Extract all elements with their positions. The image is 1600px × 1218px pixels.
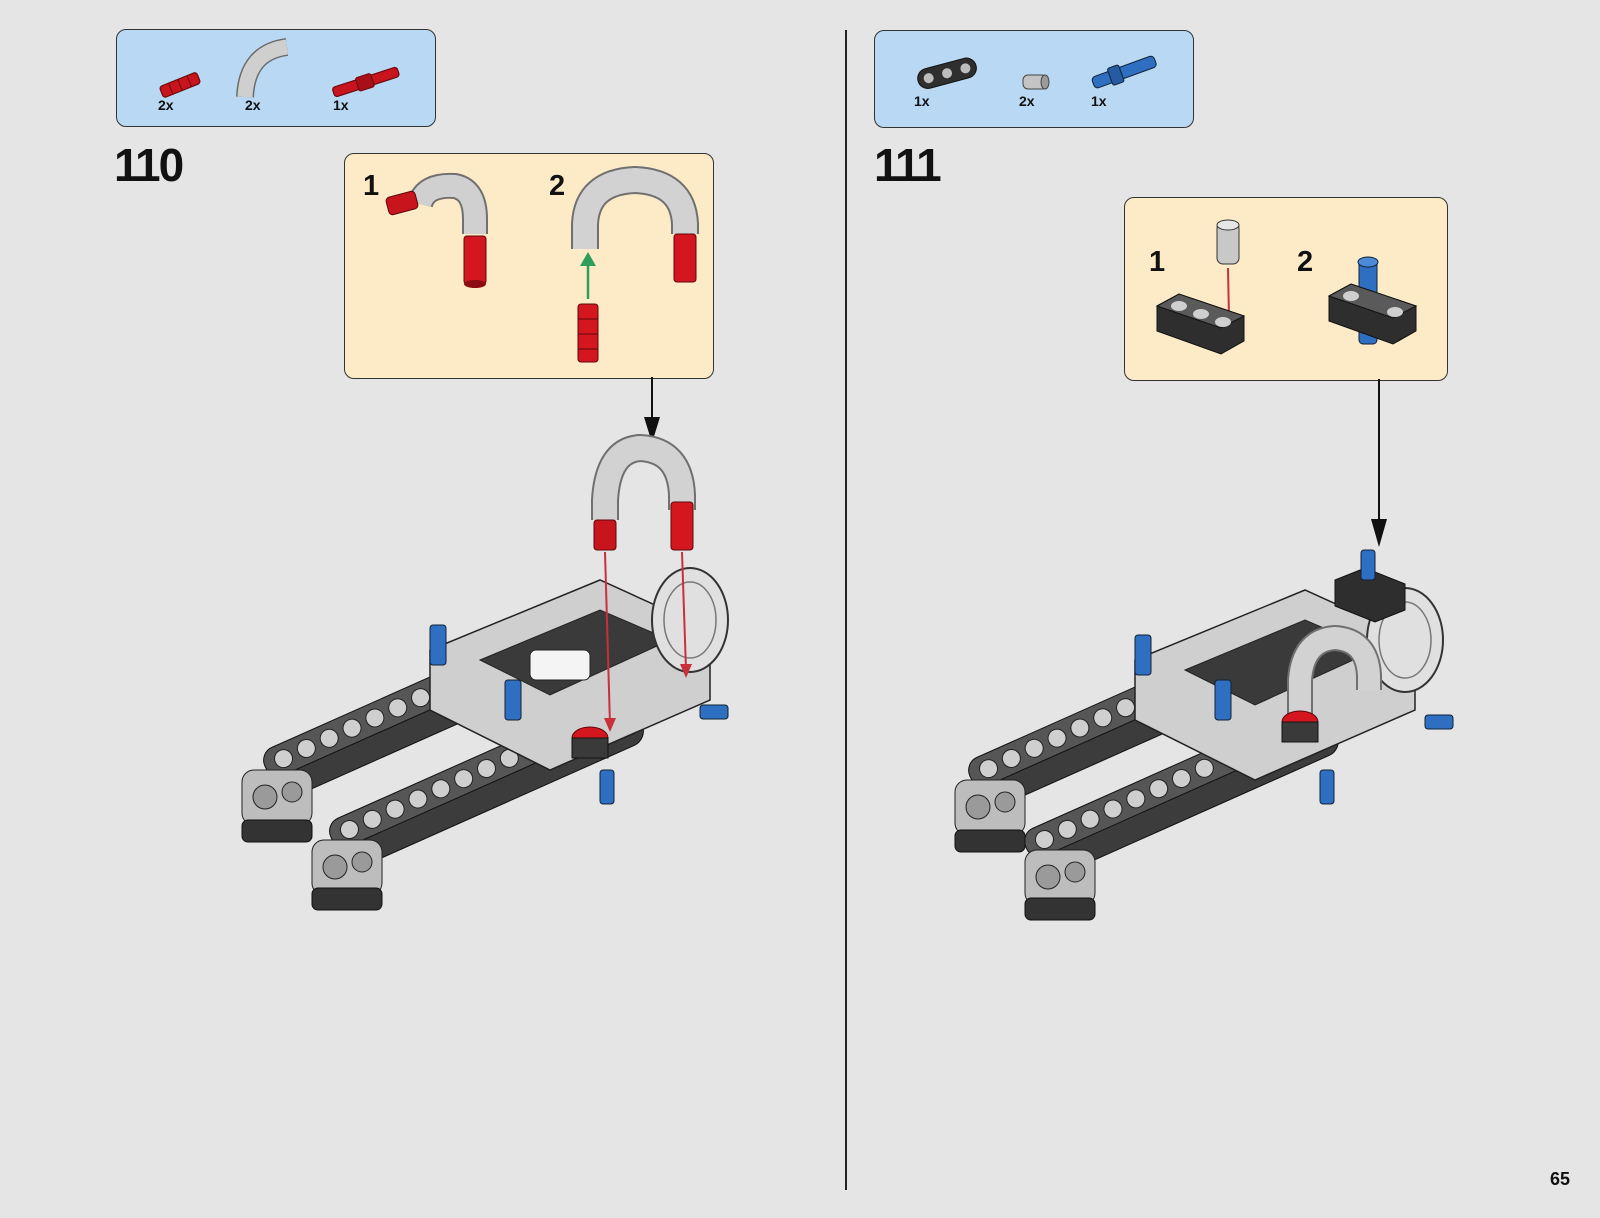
substep-number: 2 — [549, 170, 565, 203]
qty-label: 1x — [333, 97, 349, 113]
parts-list-step-111: 1x 2x 1x — [874, 30, 1194, 128]
step-number: 111 — [874, 138, 940, 192]
sub-assembly-box: 1 2 — [344, 153, 714, 379]
gray-curved-pipe-icon — [237, 42, 297, 102]
qty-label: 2x — [1019, 93, 1035, 109]
qty-label: 1x — [914, 93, 930, 109]
blue-pin-icon — [1087, 51, 1167, 91]
qty-label: 2x — [158, 97, 174, 113]
black-beam-3-icon — [913, 53, 983, 93]
substep-2-illustration — [565, 164, 705, 374]
page-divider — [845, 30, 847, 1190]
substep-2-illustration — [1321, 216, 1431, 366]
step-arrow-down — [1369, 379, 1389, 559]
parts-list-step-110: 2x 2x 1x — [116, 29, 436, 127]
page-number: 65 — [1550, 1169, 1570, 1190]
substep-number: 2 — [1297, 246, 1313, 279]
substep-1-illustration — [385, 164, 505, 294]
red-long-axle-icon — [329, 62, 409, 102]
model-assembly-step-110 — [230, 440, 790, 940]
qty-label: 1x — [1091, 93, 1107, 109]
model-assembly-step-111 — [955, 550, 1515, 950]
qty-label: 2x — [245, 97, 261, 113]
substep-number: 1 — [363, 170, 379, 203]
substep-1-illustration — [1149, 216, 1259, 366]
step-number: 110 — [114, 138, 182, 192]
sub-assembly-box: 1 2 — [1124, 197, 1448, 381]
